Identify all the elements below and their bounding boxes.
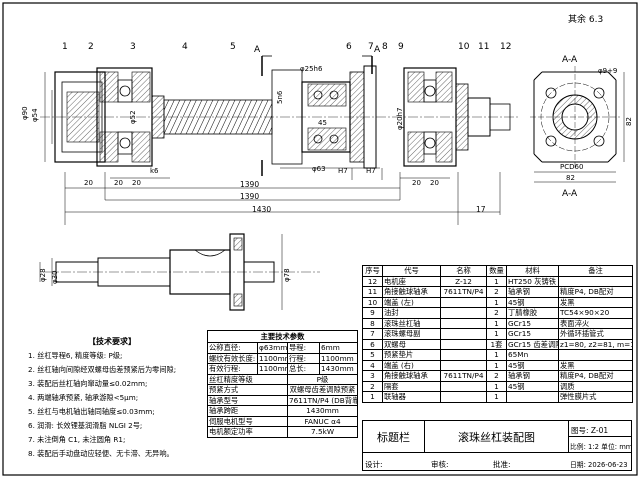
dim-20-a: 20 [84,179,93,187]
tech-line: 6. 润滑: 长效锂基润滑脂 NLGI 2号; [28,421,143,430]
dim-pcd60: PCD60 [560,163,584,171]
dim-1390-a: 1390 [240,180,260,189]
params-row: 螺纹有效长度:1100mm行程:1100mm [207,352,359,364]
screw-shaft [163,99,273,135]
balloon-1: 1 [62,42,68,52]
dim-phi30: φ30 [51,270,59,284]
dim-h7-a: H7 [338,167,348,175]
dim-82-horiz: 82 [566,174,575,182]
drawing-date: 日期: 2026-06-23 [570,461,628,469]
dim-45: 45 [318,119,327,127]
dimension-lines [44,72,501,225]
dim-k6: k6 [150,167,159,175]
right-bearing-housing [403,67,511,167]
section-view-aa [530,66,625,183]
params-row: 预紧方式双螺母齿差调隙预紧 [207,384,359,396]
balloon-10: 10 [458,42,470,52]
section-mark-right: A [374,45,381,55]
tech-title: 【技术要求】 [88,337,136,346]
balloon-7: 7 [368,42,374,52]
balloon-4: 4 [182,42,188,52]
dim-phi28: φ28 [39,268,47,282]
tech-line: 3. 装配后丝杠轴向窜动量≤0.02mm; [28,379,148,388]
tech-line: 5. 丝杠与电机轴出轴同轴度≤0.03mm; [28,407,155,416]
dim-17: 17 [476,205,486,214]
dim-20-e: 20 [430,179,439,187]
dim-20-d: 20 [412,179,421,187]
dim-1430: 1430 [252,205,272,214]
title-block: 标题栏 滚珠丝杠装配图 图号: Z-01 比例: 1:2 单位: mm 设计: … [362,420,632,471]
dim-82-vert: 82 [625,117,633,126]
tech-line: 1. 丝杠导程6, 精度等级: P级; [28,351,123,360]
review-label: 审核: [431,460,449,469]
params-title: 主要技术参数 [206,330,359,343]
balloon-6: 6 [346,42,352,52]
shaft-detail-view [39,233,320,311]
drawing-scale: 比例: 1:2 单位: mm [569,437,631,453]
design-label: 设计: [365,460,383,469]
roughness-note: 其余 6.3 [568,15,604,25]
dim-20-b: 20 [114,179,123,187]
tech-line: 8. 装配后手动盘动应轻便、无卡滞、无异响。 [28,449,174,458]
title-block-label: 标题栏 [363,421,425,453]
balloon-5: 5 [230,42,236,52]
tech-line: 7. 未注倒角 C1, 未注圆角 R1; [28,435,126,444]
dim-20-c: 20 [132,179,141,187]
balloon-12: 12 [500,42,512,52]
balloon-8: 8 [382,42,388,52]
drawing-name: 滚珠丝杠装配图 [425,421,569,453]
section-mark-left: A [254,45,261,55]
params-row: 有效行程:1100mm总长:1430mm [207,363,359,375]
dim-h7-b: H7 [366,167,376,175]
section-title: A-A [562,55,578,65]
drawing-number: 图号: Z-01 [569,421,631,437]
left-bearing-housing [96,67,165,167]
section-title-lower: A-A [562,189,578,199]
dim-phi20h7: φ20h7 [396,107,404,130]
approve-label: 批准: [493,460,511,469]
balloon-11: 11 [478,42,490,52]
tech-line: 2. 丝杠轴向间隙经双螺母齿差预紧后为零间隙; [28,365,177,374]
balloon-2: 2 [88,42,94,52]
dim-phi25h6: φ25h6 [300,65,323,73]
ball-nut [271,65,377,169]
dim-phi90: φ90 [21,106,29,120]
balloon-3: 3 [130,42,136,52]
balloon-9: 9 [398,42,404,52]
dim-5n6: 5n6 [276,90,284,104]
bom-header-row: 序号 代号 名称 数量 材料 备注 [362,265,633,277]
dim-phi52: φ52 [129,110,137,124]
coupling-housing [54,71,106,163]
dim-1390-b: 1390 [240,192,260,201]
dim-phi63: φ63 [312,165,326,173]
dim-phi9: φ9+9 [598,67,618,75]
dim-phi54: φ54 [31,108,39,122]
dim-phi78: φ78 [283,268,291,282]
tech-line: 4. 两端轴承预紧, 轴承游隙<5μm; [28,393,139,402]
